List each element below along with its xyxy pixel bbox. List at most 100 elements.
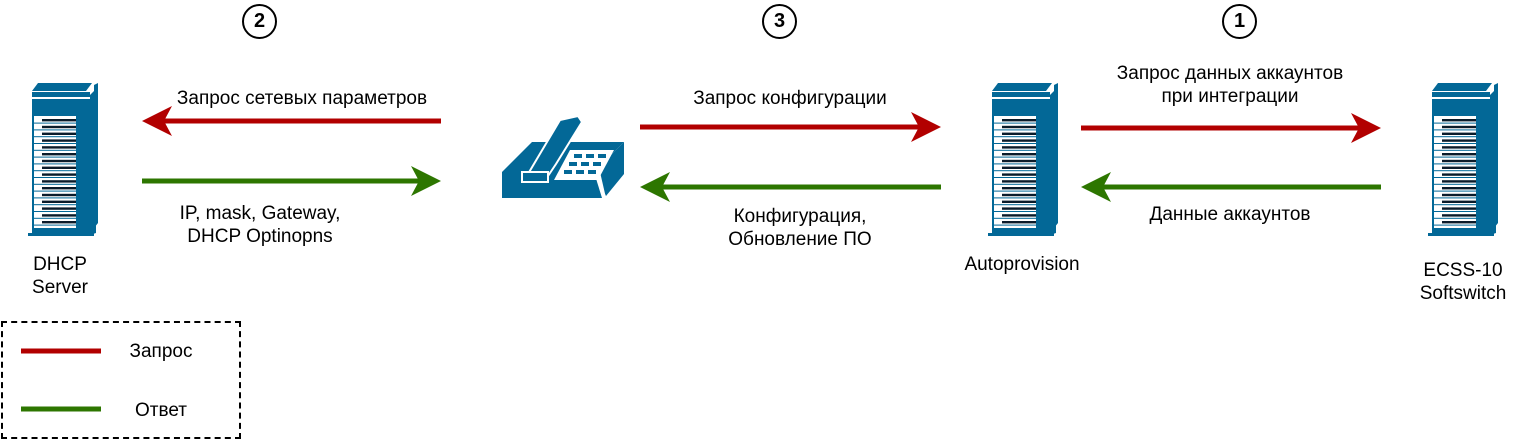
server-slot-divider <box>34 217 76 219</box>
server-slot-divider <box>1434 190 1476 192</box>
ecss-softswitch-server-icon <box>1428 83 1498 236</box>
config-request-text: Запрос конфигурации <box>693 88 887 109</box>
dhcp-request-text: Запрос сетевых параметров <box>176 88 428 109</box>
dhcp-label-line-1: DHCP <box>33 254 87 275</box>
server-slot <box>1442 139 1476 142</box>
server-slot <box>1442 200 1476 203</box>
server-slot-divider <box>994 183 1036 185</box>
server-slot-divider <box>34 211 76 212</box>
server-slot <box>1442 159 1476 163</box>
dhcp-label-line-2: Server <box>32 277 88 298</box>
ip-phone-icon <box>502 114 624 198</box>
autoprovision-server-icon <box>988 83 1058 236</box>
server-slot <box>42 200 76 203</box>
server-slot <box>42 146 76 149</box>
server-slot <box>1442 221 1476 224</box>
server-slot <box>1442 187 1476 190</box>
step-2-badge: 2 <box>242 4 277 39</box>
server-slot <box>1002 193 1036 197</box>
server-slot-divider <box>34 224 76 226</box>
config-request-label: Запрос конфигурации <box>640 87 940 110</box>
server-slot <box>1002 214 1036 217</box>
server-slot <box>1002 166 1036 169</box>
server-slot-divider <box>994 149 1036 151</box>
server-slot <box>1442 193 1476 197</box>
server-slot-divider <box>1434 122 1476 124</box>
dhcp-response-arrow-head <box>411 166 441 196</box>
server-slot-divider <box>1434 170 1476 172</box>
dhcp-response-arrow <box>142 166 441 196</box>
server-slot <box>42 180 76 183</box>
server-slot <box>42 166 76 169</box>
server-slot <box>42 132 76 135</box>
server-slot-divider <box>994 163 1036 165</box>
server-slot-divider <box>34 163 76 165</box>
server-slot-divider <box>34 136 76 138</box>
ecss-label-line-2: Softswitch <box>1419 283 1507 304</box>
server-slot <box>42 159 76 163</box>
server-slot <box>1002 119 1036 122</box>
server-slot-divider <box>34 177 76 178</box>
dhcp-request-arrow-head <box>142 106 172 136</box>
config-response-label: Конфигурация, Обновление ПО <box>660 205 940 251</box>
server-slot <box>42 187 76 190</box>
accounts-request-text-1: Запрос данных аккаунтов <box>1116 63 1344 84</box>
server-slot-divider <box>994 129 1036 131</box>
server-slot <box>42 125 76 129</box>
config-response-text-1: Конфигурация, <box>733 206 867 227</box>
server-slot <box>42 139 76 142</box>
autoprovision-label: Autoprovision <box>942 253 1102 276</box>
server-slot-divider <box>34 204 76 206</box>
accounts-response-arrow-head <box>1081 172 1111 202</box>
server-slot-divider <box>1434 136 1476 138</box>
server-slot-divider <box>1434 129 1476 131</box>
server-slot-divider <box>34 156 76 158</box>
server-slot-divider <box>34 143 76 144</box>
config-request-arrow-head <box>911 112 941 142</box>
server-slot <box>1442 166 1476 169</box>
server-slot-divider <box>994 190 1036 192</box>
server-slot-divider <box>1434 183 1476 185</box>
server-slot-divider <box>994 136 1036 138</box>
server-slot <box>1002 139 1036 142</box>
server-slot-divider <box>1434 149 1476 151</box>
autoprovision-label-line-1: Autoprovision <box>964 254 1080 275</box>
server-slot-divider <box>34 183 76 185</box>
accounts-response-label: Данные аккаунтов <box>1080 203 1380 226</box>
ecss-label-line-1: ECSS-10 <box>1423 260 1503 281</box>
config-response-arrow <box>640 172 941 202</box>
server-slot-divider <box>34 197 76 199</box>
server-slot <box>1002 132 1036 135</box>
config-response-arrow-head <box>640 172 670 202</box>
server-slot-divider <box>1434 143 1476 144</box>
server-slot-divider <box>1434 163 1476 165</box>
legend-request-label: Запрос <box>129 341 193 362</box>
server-slot-divider <box>994 156 1036 158</box>
server-slot <box>1002 173 1036 176</box>
server-slot-divider <box>34 170 76 172</box>
server-slot <box>1002 187 1036 190</box>
server-slot <box>1442 125 1476 129</box>
dhcp-response-text-1: IP, mask, Gateway, <box>179 203 341 224</box>
server-slot-divider <box>1434 156 1476 158</box>
server-slot <box>42 207 76 210</box>
server-slot-divider <box>1434 204 1476 206</box>
server-slot <box>1442 153 1476 156</box>
server-slot <box>1002 200 1036 203</box>
server-slot-divider <box>994 217 1036 219</box>
server-slot <box>1002 153 1036 156</box>
server-slot <box>42 119 76 122</box>
server-slot-divider <box>994 177 1036 178</box>
server-slot <box>1002 180 1036 183</box>
legend-response-label: Ответ <box>135 400 187 421</box>
dhcp-server-label: DHCP Server <box>10 253 110 299</box>
server-slot-divider <box>34 149 76 151</box>
server-slot-divider <box>994 170 1036 172</box>
server-slot <box>42 214 76 217</box>
server-slot <box>42 153 76 156</box>
server-slot-divider <box>994 122 1036 124</box>
accounts-request-label: Запрос данных аккаунтов при интеграции <box>1080 62 1380 108</box>
server-slot-divider <box>34 190 76 192</box>
server-slot-divider <box>994 211 1036 212</box>
step-3-badge: 3 <box>762 4 797 39</box>
